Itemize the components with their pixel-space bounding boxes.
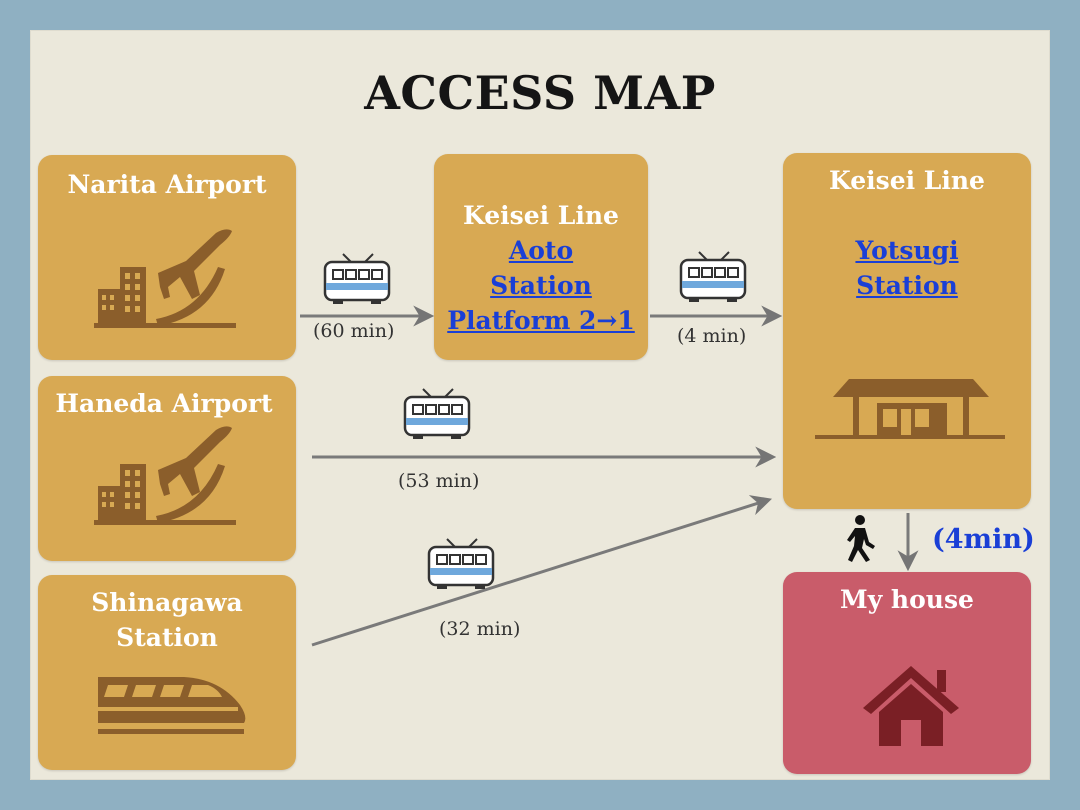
aoto-platform-link[interactable]: Platform 2→1	[447, 306, 635, 335]
walking-person-icon	[847, 515, 875, 562]
haneda-airport-box: Haneda Airport	[38, 376, 296, 561]
train-icon	[403, 388, 471, 439]
narita-airport-label: Narita Airport	[67, 170, 267, 199]
bullet-train-icon	[98, 677, 246, 734]
shinagawa-label-line1: Shinagawa	[91, 588, 243, 617]
route-time-shinagawa-yotsugi: (32 min)	[439, 618, 521, 640]
route-time-narita-aoto: (60 min)	[313, 320, 395, 342]
arrow-shinagawa-yotsugi	[311, 495, 773, 647]
shinagawa-station-box: Shinagawa Station	[38, 575, 296, 770]
aoto-station-box: Keisei Line Aoto Station Platform 2→1	[434, 154, 648, 360]
haneda-airport-label: Haneda Airport	[55, 389, 273, 418]
airport-plane-icon	[94, 229, 236, 328]
route-time-aoto-yotsugi: (4 min)	[677, 325, 747, 347]
route-time-haneda-yotsugi: (53 min)	[398, 470, 480, 492]
shinagawa-label-line2: Station	[116, 623, 218, 652]
my-house-label: My house	[840, 585, 974, 614]
aoto-line-label: Keisei Line	[463, 201, 619, 230]
yotsugi-station-link-line2[interactable]: Station	[856, 271, 958, 300]
yotsugi-station-box: Keisei Line Yotsugi Station	[783, 153, 1031, 509]
station-building-icon	[815, 379, 1005, 439]
yotsugi-line-label: Keisei Line	[829, 166, 985, 195]
train-icon	[679, 251, 747, 302]
train-icon	[427, 538, 495, 589]
route-time-walk: (4min)	[932, 524, 1035, 555]
house-icon	[863, 666, 959, 746]
my-house-box: My house	[783, 572, 1031, 774]
yotsugi-station-link-line1[interactable]: Yotsugi	[855, 236, 959, 265]
page-title: ACCESS MAP	[364, 66, 716, 120]
narita-airport-box: Narita Airport	[38, 155, 296, 360]
aoto-station-link-line2[interactable]: Station	[490, 271, 592, 300]
airport-plane-icon	[94, 426, 236, 525]
aoto-station-link-line1[interactable]: Aoto	[508, 236, 574, 265]
train-icon	[323, 253, 391, 304]
